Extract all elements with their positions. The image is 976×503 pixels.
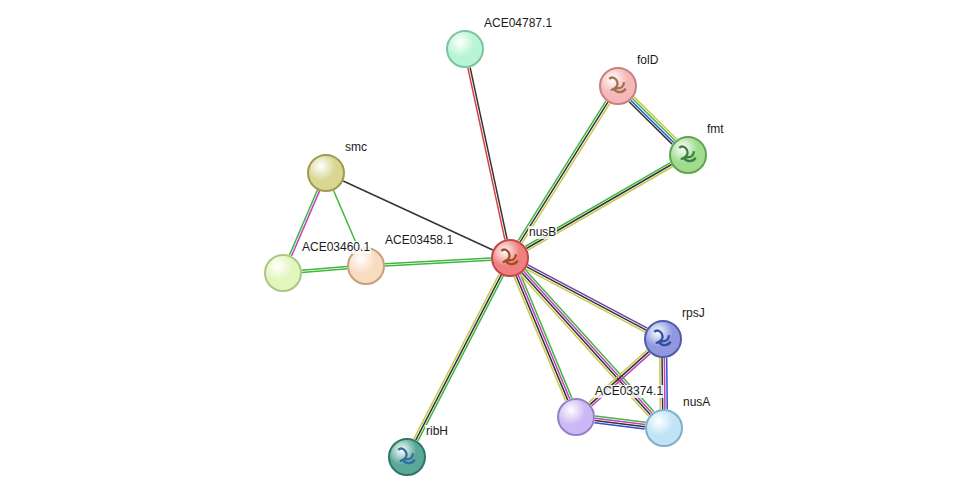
structure-icon: [646, 322, 679, 355]
evidence-line: [629, 102, 672, 144]
evidence-line: [528, 167, 673, 251]
interaction-edge: [343, 181, 493, 250]
structure-icon: [671, 138, 704, 171]
evidence-line: [594, 423, 644, 429]
protein-node: smc: [307, 154, 345, 192]
structure-icon: [601, 69, 634, 102]
evidence-line: [592, 353, 651, 406]
node-label: nusB: [528, 226, 557, 239]
interaction-edge: [414, 274, 504, 441]
node-label: ACE03460.1: [301, 241, 371, 254]
node-label: fmt: [706, 123, 725, 136]
node-label: folD: [636, 54, 659, 67]
interaction-edge: [629, 97, 677, 144]
protein-node: nusB: [491, 239, 529, 277]
structure-icon: [390, 440, 423, 473]
interaction-edge: [302, 266, 347, 272]
evidence-line: [631, 100, 674, 142]
interaction-edge: [334, 190, 359, 248]
evidence-line: [470, 67, 507, 239]
evidence-line: [414, 274, 500, 439]
node-label: rpsJ: [681, 307, 706, 320]
interaction-edge: [518, 101, 610, 243]
node-label: smc: [344, 141, 368, 154]
evidence-line: [661, 358, 663, 409]
evidence-line: [418, 276, 504, 441]
structure-icon: [493, 241, 526, 274]
evidence-line: [385, 258, 491, 264]
evidence-line: [302, 269, 347, 273]
protein-node: folD: [599, 67, 637, 105]
evidence-line: [634, 97, 677, 139]
node-label: nusA: [682, 396, 711, 409]
evidence-line: [632, 99, 675, 141]
protein-node: fmt: [669, 136, 707, 174]
evidence-line: [666, 358, 668, 409]
evidence-line: [416, 275, 502, 440]
interaction-edge: [525, 163, 672, 251]
protein-node: ACE03374.1: [557, 398, 595, 436]
evidence-line: [525, 163, 670, 247]
interaction-edge: [526, 265, 648, 332]
node-label: ACE03374.1: [594, 385, 664, 398]
evidence-line: [526, 165, 671, 249]
protein-node: ribH: [388, 438, 426, 476]
evidence-line: [659, 358, 661, 409]
node-label: ribH: [425, 425, 449, 438]
interaction-edge: [385, 258, 491, 266]
evidence-line: [664, 358, 666, 409]
protein-node: ACE04787.1: [446, 30, 484, 68]
evidence-line: [468, 68, 505, 240]
evidence-line: [334, 190, 359, 248]
evidence-line: [518, 101, 606, 241]
interaction-edge: [594, 416, 645, 429]
interaction-edge: [468, 67, 507, 239]
node-label: ACE04787.1: [483, 17, 553, 30]
protein-node: ACE03460.1: [264, 254, 302, 292]
interaction-edge: [660, 358, 667, 409]
protein-node: rpsJ: [644, 320, 682, 358]
evidence-line: [343, 181, 493, 250]
protein-node: nusA: [645, 409, 683, 447]
node-label: ACE03458.1: [384, 234, 454, 247]
evidence-line: [520, 102, 608, 242]
